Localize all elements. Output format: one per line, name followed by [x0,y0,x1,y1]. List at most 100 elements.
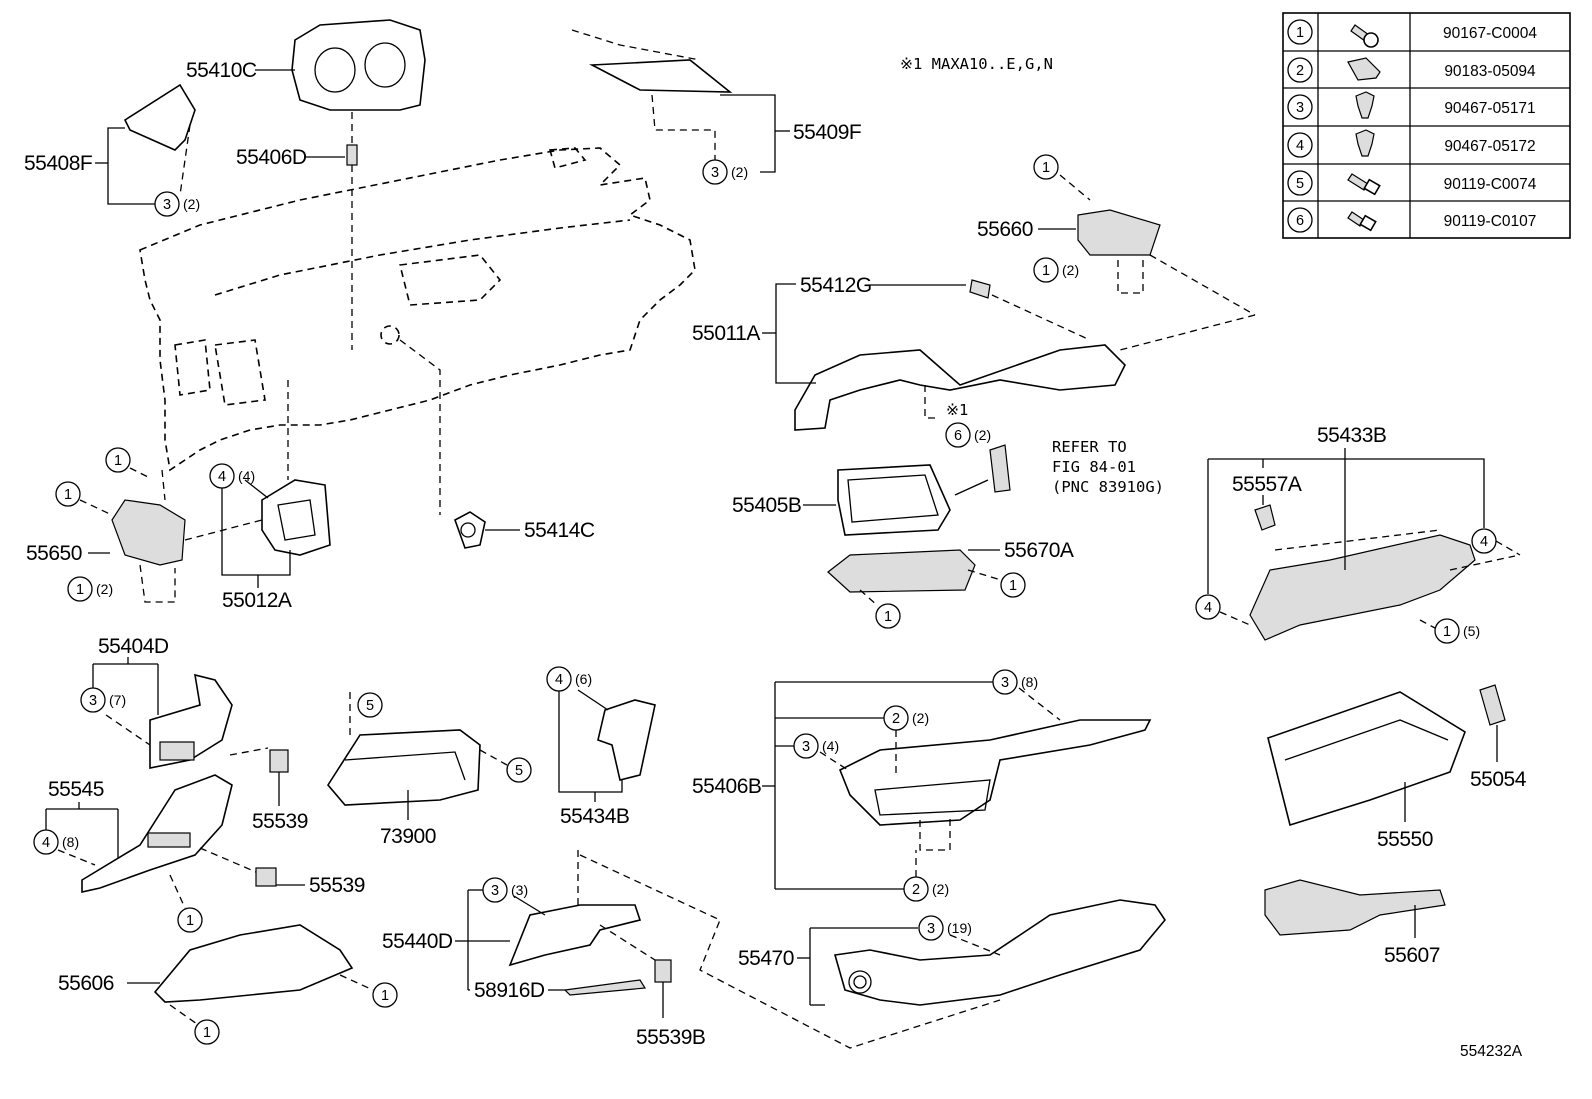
bolt-icon [1347,173,1381,196]
callout-quantity: (4) [822,738,839,754]
callout-number: 3 [1001,675,1009,691]
fastener-index: 6 [1296,213,1304,229]
callout-number: 4 [42,835,50,851]
fastener-index: 3 [1296,100,1304,116]
part-55409F: 55409F 3 (2) [571,29,862,185]
part-55545: 55545 4 (8) 55539 1 [33,774,365,933]
part-label-55557A: 55557A [1232,473,1302,496]
callout-quantity: (2) [912,710,929,726]
part-55434B: 4 (6) 55434B [546,666,656,828]
callout-number: 6 [954,428,962,444]
fastener-index: 2 [1296,63,1304,79]
refer-note-line: (PNC 83910G) [1052,478,1164,496]
part-label-55670A: 55670A [1004,539,1074,562]
part-label-55434B: 55434B [560,805,629,828]
fastener-row: 4 90467-05172 [1287,129,1536,158]
callout-number: 4 [555,672,563,688]
callout-quantity: (7) [109,692,126,708]
fastener-row: 2 90183-05094 [1287,57,1536,83]
fastener-row: 3 90467-05171 [1287,91,1536,120]
part-label-55412G: 55412G [800,274,872,297]
part-55607: 55607 [1264,879,1446,967]
callout-number: 3 [927,921,935,937]
callout-number: 1 [114,453,122,469]
fastener-row: 5 90119-C0074 [1287,170,1537,196]
part-55054: 55054 [1470,684,1527,791]
part-label-55607: 55607 [1384,944,1440,967]
part-label-55539: 55539 [252,810,308,833]
part-55606: 55606 1 1 [58,924,398,1045]
fastener-table: 1 90167-C0004 2 90183-05094 3 90467-0517… [1282,12,1571,239]
callout-number: 1 [203,1025,211,1041]
part-55405B: 55405B REFER TO FIG 84-01 (PNC 83910G) [732,438,1164,536]
fastener-part-number: 90183-05094 [1444,63,1536,80]
callout-number: 3 [711,165,719,181]
part-55660: 1 55660 1 (2) [977,154,1256,351]
callout-number: 1 [1042,160,1050,176]
callout-quantity: (8) [1021,674,1038,690]
part-label-55550: 55550 [1377,828,1433,851]
part-label-55470: 55470 [738,947,794,970]
part-label-55410C: 55410C [186,59,257,82]
part-73900: 5 5 73900 [327,692,532,848]
part-label-55404D: 55404D [98,635,169,658]
callout-quantity: (8) [62,834,79,850]
part-55012A: 4 (4) 55012A [209,380,331,612]
part-55670A: 55670A 1 1 [827,539,1074,629]
callout-quantity: (2) [1062,262,1079,278]
part-label-55405B: 55405B [732,494,801,517]
part-55404D: 55404D 3 (7) 55539 [80,635,308,833]
part-55406B: 55406B 3 (8) 2 (2) 3 (4) 2 (2) [692,669,1152,902]
clip-nut-icon [1347,57,1381,81]
callout-number: 3 [163,197,171,213]
callout-quantity: (2) [96,581,113,597]
refer-note-line: REFER TO [1052,438,1127,456]
callout-number: 3 [802,739,810,755]
callout-number: 1 [76,582,84,598]
part-55470: 55470 3 (19) [579,854,1166,1049]
fastener-part-number: 90119-C0074 [1444,176,1537,193]
callout-number: 1 [381,988,389,1004]
part-label-55440D: 55440D [382,930,453,953]
instrument-panel-outline [139,147,696,472]
callout-number: 2 [892,711,900,727]
note-mark: ※1 [946,401,968,419]
fastener-index: 4 [1296,138,1304,154]
fastener-row: 6 90119-C0107 [1287,207,1537,233]
fastener-row: 1 90167-C0004 [1287,19,1537,48]
part-label-55012A: 55012A [222,589,292,612]
fastener-index: 1 [1296,25,1304,41]
callout-number: 1 [186,913,194,929]
callout-number: 1 [1009,578,1017,594]
callout-quantity: (4) [238,468,255,484]
part-label-55414C: 55414C [524,519,595,542]
callout-quantity: (19) [947,920,972,936]
fastener-index: 5 [1296,176,1304,192]
part-55011A: 55412G 55011A ※1 6 (2) [692,274,1126,448]
part-label-55539B: 55539B [636,1026,705,1049]
callout-number: 4 [218,469,226,485]
fastener-part-number: 90467-05171 [1444,100,1535,117]
part-55440D: 3 (3) 55440D 58916D 55539B [382,850,706,1049]
fastener-part-number: 90119-C0107 [1444,213,1537,230]
part-label-55539: 55539 [309,874,365,897]
callout-number: 5 [515,763,523,779]
callout-number: 4 [1204,600,1212,616]
part-label-55406B: 55406B [692,775,761,798]
part-label-55054: 55054 [1470,768,1527,791]
callout-number: 3 [491,883,499,899]
part-label-55408F: 55408F [24,152,92,175]
model-note: ※1 MAXA10..E,G,N [900,55,1053,73]
part-label-58916D: 58916D [474,979,545,1002]
bolt-icon [1347,211,1377,232]
callout-number: 5 [366,698,374,714]
part-55410C: 55410C [186,19,426,111]
callout-quantity: (2) [932,881,949,897]
part-label-55406D: 55406D [236,146,307,169]
clip-icon [1355,91,1375,119]
part-label-55409F: 55409F [793,121,861,144]
callout-number: 2 [912,882,920,898]
callout-number: 1 [1042,263,1050,279]
callout-number: 1 [64,487,72,503]
part-label-55433B: 55433B [1317,424,1386,447]
